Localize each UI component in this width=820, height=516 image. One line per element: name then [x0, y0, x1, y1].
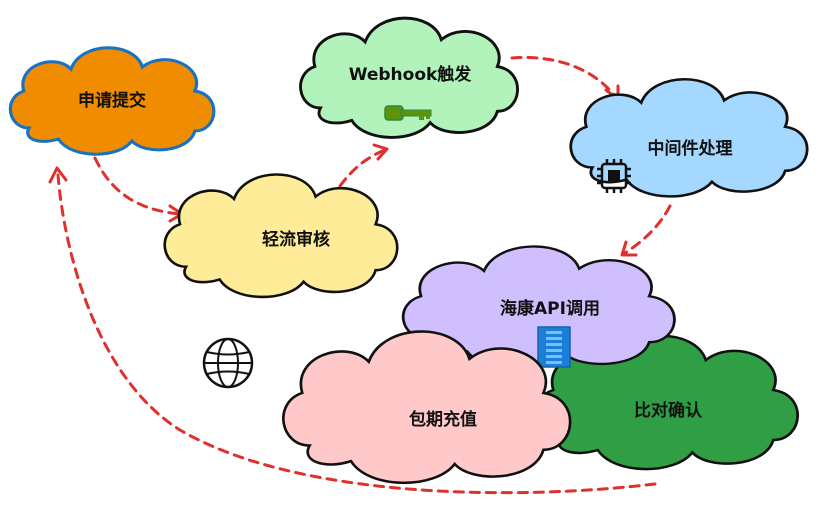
node-label-topup: 包期充值	[409, 409, 477, 430]
edge-middleware-to-hikvision	[623, 204, 672, 255]
node-label-submit: 申请提交	[78, 90, 146, 111]
edge-webhook-to-middleware	[510, 56, 617, 98]
key-icon	[384, 105, 432, 121]
arrowhead	[48, 166, 68, 184]
node-label-hikvision: 海康API调用	[500, 298, 600, 319]
edge-review-to-webhook	[338, 148, 387, 188]
arrowhead	[620, 240, 638, 257]
cloud-middleware	[569, 77, 809, 198]
globe-icon	[202, 337, 254, 389]
node-label-confirm: 比对确认	[634, 400, 703, 421]
node-label-review: 轻流审核	[262, 229, 330, 250]
edges	[48, 56, 672, 495]
node-label-webhook: Webhook触发	[349, 64, 473, 85]
chip-icon	[597, 159, 631, 193]
edge-confirm-to-submit	[56, 173, 657, 495]
node-label-middleware: 中间件处理	[648, 138, 733, 159]
arrowhead	[372, 143, 389, 161]
server-rack-icon	[537, 326, 571, 368]
edge-submit-to-review	[93, 156, 182, 216]
cloud-topup	[282, 330, 572, 485]
